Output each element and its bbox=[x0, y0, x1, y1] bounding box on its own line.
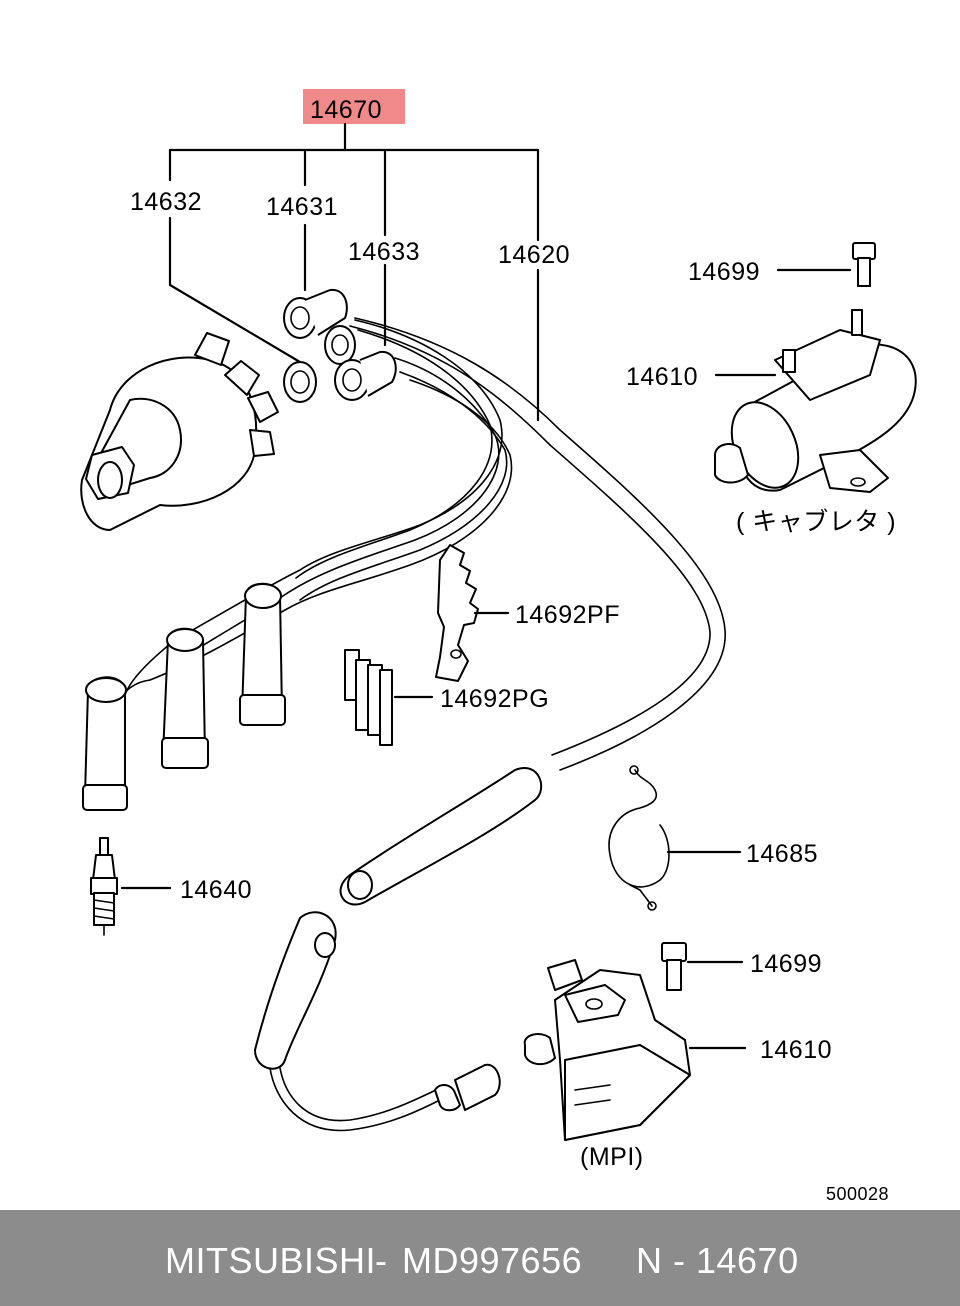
clip-14692PG-illustration bbox=[344, 649, 434, 746]
coil-lead-sleeve-illustration bbox=[254, 767, 543, 1132]
label-14692PF[interactable]: 14692PF bbox=[515, 601, 620, 629]
clamp-14685-illustration bbox=[608, 765, 742, 911]
label-14692PG[interactable]: 14692PG bbox=[440, 685, 549, 713]
distributor-cap-illustration bbox=[80, 332, 279, 531]
bolt-14699-bottom-illustration bbox=[661, 942, 744, 991]
plug-boots-illustration bbox=[82, 582, 286, 811]
footer-brand: MITSUBISHI bbox=[165, 1240, 377, 1281]
carburetor-note: ( キャブレタ ) bbox=[736, 508, 896, 536]
footer-part-number: MD997656 bbox=[402, 1240, 583, 1281]
label-14633[interactable]: 14633 bbox=[348, 238, 420, 266]
label-14631[interactable]: 14631 bbox=[266, 193, 338, 221]
label-14640[interactable]: 14640 bbox=[180, 876, 252, 904]
label-14610-top[interactable]: 14610 bbox=[626, 363, 698, 391]
spark-plug-14640-illustration bbox=[90, 837, 172, 936]
leader-tree-14670 bbox=[168, 122, 540, 422]
bolt-14699-top-illustration bbox=[776, 242, 876, 287]
label-14699-top[interactable]: 14699 bbox=[688, 258, 760, 286]
figure-number: 500028 bbox=[826, 1184, 889, 1204]
label-14699-bottom[interactable]: 14699 bbox=[750, 950, 822, 978]
cap-boots-illustration bbox=[283, 288, 397, 403]
mpi-note: (MPI) bbox=[580, 1143, 644, 1171]
label-14670[interactable]: 14670 bbox=[310, 96, 382, 124]
part-14670-highlight bbox=[303, 89, 405, 124]
ignition-coil-top-illustration bbox=[714, 309, 917, 493]
label-14632[interactable]: 14632 bbox=[130, 188, 202, 216]
label-14685[interactable]: 14685 bbox=[746, 840, 818, 868]
parts-diagram: 14670 14632 14631 14633 14620 bbox=[80, 89, 917, 1204]
ignition-coil-mpi-illustration bbox=[523, 959, 747, 1141]
clip-14692PF-illustration bbox=[435, 544, 510, 682]
label-14620[interactable]: 14620 bbox=[498, 241, 570, 269]
footer-bar: MITSUBISHI - MD997656 N - 14670 bbox=[0, 1210, 960, 1306]
footer-separator: - bbox=[375, 1240, 388, 1281]
label-14610-bottom[interactable]: 14610 bbox=[760, 1036, 832, 1064]
footer-group-code: N - 14670 bbox=[636, 1240, 799, 1281]
